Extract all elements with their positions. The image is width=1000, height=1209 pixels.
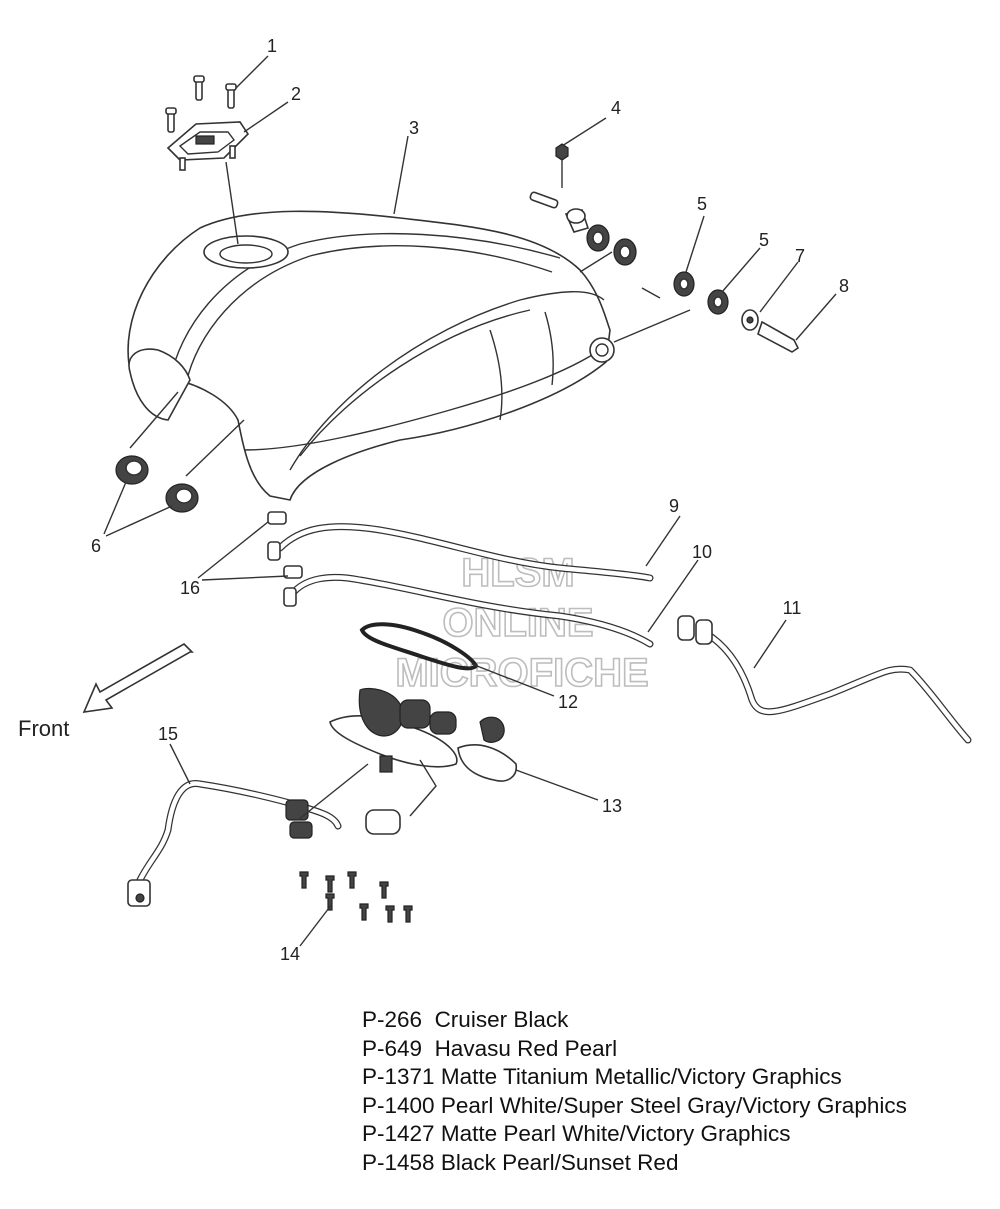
- callout-14: 14: [280, 944, 300, 964]
- callout-11: 11: [783, 598, 802, 618]
- part-1-screws: [165, 75, 237, 133]
- leader-lines: [103, 55, 837, 947]
- paint-name: Matte Titanium Metallic/Victory Graphics: [440, 1064, 842, 1090]
- watermark-line-3: MICROFICHE: [395, 651, 648, 695]
- paint-code: P-1427: [362, 1121, 435, 1147]
- paint-code: P-1371: [362, 1064, 435, 1090]
- part-10-fuel-line: [288, 573, 654, 648]
- paint-name: Cruiser Black: [434, 1007, 569, 1032]
- paint-code-row: P-266 Cruiser Black: [362, 1006, 992, 1035]
- paint-name: Matte Pearl White/Victory Graphics: [440, 1121, 791, 1147]
- part-4-bolt: [529, 143, 569, 209]
- paint-code-row: P-649 Havasu Red Pearl: [362, 1035, 992, 1064]
- watermark: HLSM ONLINE MICROFICHE: [395, 550, 650, 696]
- callout-5a: 5: [697, 194, 707, 214]
- callout-8: 8: [839, 276, 849, 296]
- callout-12: 12: [558, 692, 578, 712]
- part-11-vent-hose: [677, 615, 972, 744]
- callout-7: 7: [795, 246, 805, 266]
- part-13-fuel-pump: [329, 687, 518, 835]
- callout-1: 1: [267, 36, 277, 56]
- front-label: Front: [18, 716, 69, 741]
- watermark-line-1: HLSM: [461, 551, 574, 595]
- paint-code: P-1458: [362, 1149, 435, 1175]
- paint-name: Black Pearl/Sunset Red: [440, 1149, 679, 1175]
- paint-code: P-266: [362, 1007, 423, 1032]
- paint-code-row: P-1458 Black Pearl/Sunset Red: [362, 1149, 992, 1178]
- callout-10: 10: [692, 542, 712, 562]
- callout-13: 13: [602, 796, 622, 816]
- front-arrow-icon: [82, 643, 194, 713]
- paint-code-list: P-266 Cruiser Black P-649 Havasu Red Pea…: [362, 1006, 992, 1178]
- part-16-clamps: [267, 511, 303, 607]
- callout-5b: 5: [759, 230, 769, 250]
- callout-15: 15: [158, 724, 178, 744]
- paint-code-row: P-1371 Matte Titanium Metallic/Victory G…: [362, 1063, 992, 1092]
- callout-6: 6: [91, 536, 101, 556]
- part-14-screws: [299, 871, 413, 923]
- paint-code: P-1400: [362, 1092, 435, 1118]
- part-3-fuel-tank: [127, 210, 615, 501]
- callout-3: 3: [409, 118, 419, 138]
- callout-2: 2: [291, 84, 301, 104]
- callout-4: 4: [611, 98, 621, 118]
- callout-16: 16: [180, 578, 200, 598]
- callout-labels: 1 2 3 4 5 5 7 8 6 9 10 11 12 13 14 15 16: [91, 36, 849, 964]
- part-6-grommets: [115, 455, 199, 513]
- part-9-fuel-line: [276, 523, 654, 582]
- paint-code-row: P-1400 Pearl White/Super Steel Gray/Vict…: [362, 1092, 992, 1121]
- callout-9: 9: [669, 496, 679, 516]
- paint-name: Pearl White/Super Steel Gray/Victory Gra…: [440, 1092, 907, 1118]
- part-2-cap-plate: [166, 121, 250, 171]
- paint-name: Havasu Red Pearl: [434, 1035, 618, 1061]
- paint-code-row: P-1427 Matte Pearl White/Victory Graphic…: [362, 1120, 992, 1149]
- mount-hardware: [564, 208, 800, 353]
- paint-code: P-649: [362, 1035, 423, 1061]
